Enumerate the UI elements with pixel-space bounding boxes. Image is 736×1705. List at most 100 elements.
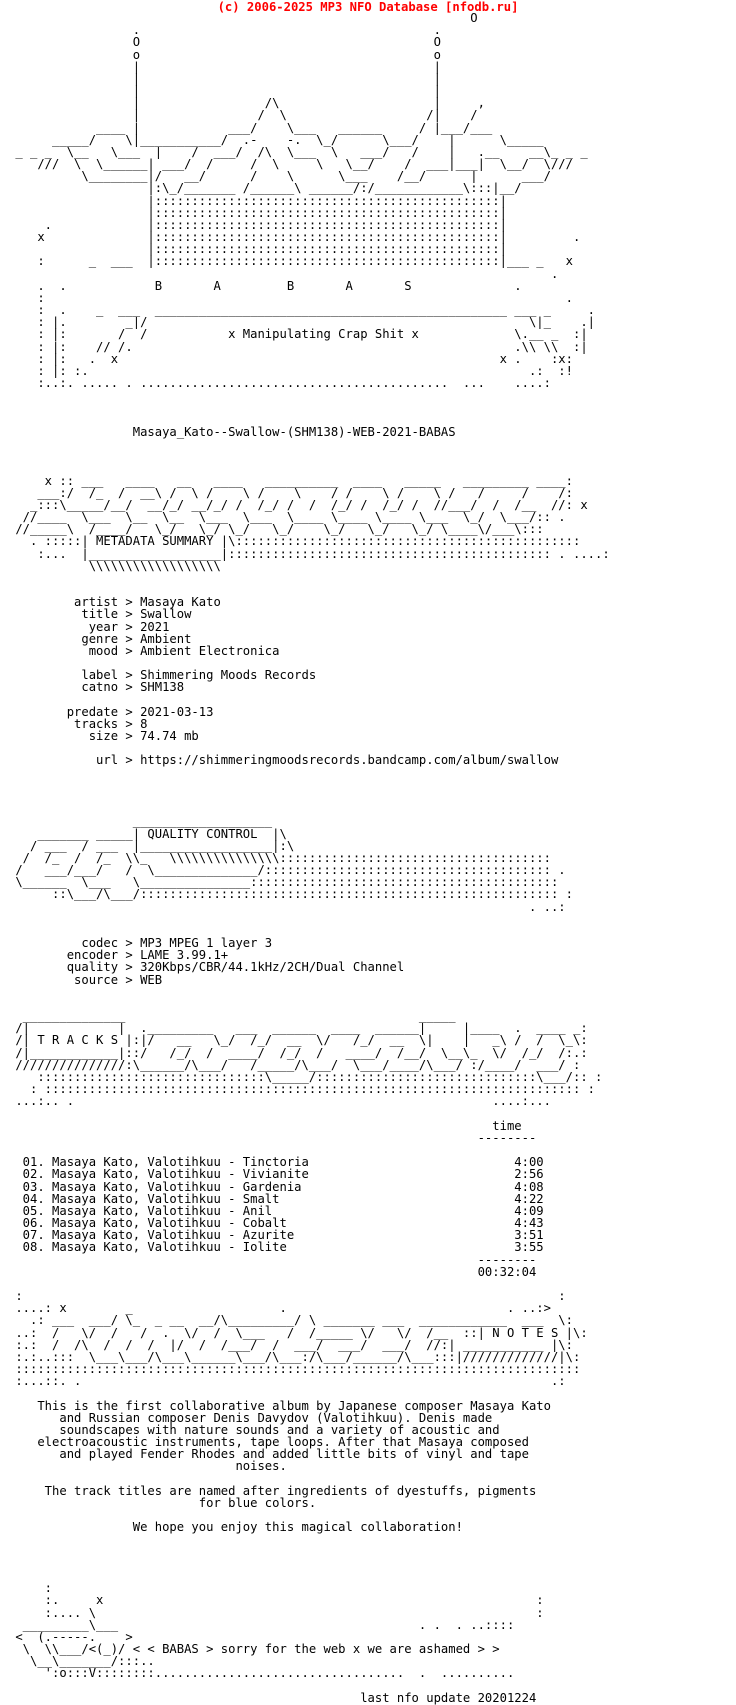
nfo-line: mood > Ambient Electronica <box>8 643 280 658</box>
nfo-line: ///////////////:\______/\___/ /_____/\__… <box>8 1057 581 1072</box>
nfo-line: :.: / /\ / / / |/ / /___/ / ___/ ___/ __… <box>8 1337 573 1352</box>
nfo-line: time <box>8 1118 522 1133</box>
nfo-line: : : <box>8 1289 566 1304</box>
nfo-line <box>8 572 610 584</box>
nfo-line <box>8 1387 610 1399</box>
nfo-line: label > Shimmering Moods Records <box>8 668 317 683</box>
nfo-line: ::::::::::::::::::::::::::::::::::::::::… <box>8 1362 581 1377</box>
nfo-ascii-document: O . . O O o o | <box>8 11 610 1704</box>
nfo-line: : |: // /. .\\ \\ :| <box>8 339 588 354</box>
nfo-line: \ \\___/<(_)/ < < BABAS > sorry for the … <box>8 1642 500 1657</box>
nfo-line: and Russian composer Denis Davydov (Valo… <box>8 1410 493 1425</box>
nfo-line <box>8 402 610 414</box>
nfo-line: O <box>8 11 478 25</box>
nfo-line: We hope you enjoy this magical collabora… <box>8 1520 463 1535</box>
nfo-line: |:::::::::::::::::::::::::::::::::::::::… <box>8 242 507 257</box>
nfo-line: ___:/ /_ / __\ / \ / \ / \ / / \ / \ / /… <box>8 485 573 500</box>
nfo-line: x |:::::::::::::::::::::::::::::::::::::… <box>8 230 581 245</box>
nfo-line: noises. <box>8 1459 287 1474</box>
nfo-line: 01. Masaya Kato, Valotihkuu - Tinctoria … <box>8 1155 544 1170</box>
nfo-line: | | <box>8 71 441 86</box>
nfo-line: \__\_______/:::.. <box>8 1654 155 1669</box>
nfo-line: :..:. ..... . ..........................… <box>8 376 551 391</box>
nfo-line: / ___/___/ / \______________/:::::::::::… <box>8 863 566 878</box>
nfo-line: quality > 320Kbps/CBR/44.1kHz/2CH/Dual C… <box>8 960 405 975</box>
nfo-line: /| T R A C K S |:|/ __ \_/ /_/ __ \/ /_/… <box>8 1033 588 1048</box>
nfo-line: This is the first collaborative album by… <box>8 1398 551 1413</box>
nfo-line: _______ _____| QUALITY CONTROL |\ <box>8 826 287 841</box>
nfo-line: encoder > LAME 3.99.1+ <box>8 948 229 963</box>
nfo-line: :::::::::::::::::::::::::::::::\_____/::… <box>8 1069 603 1084</box>
nfo-line: . ..: <box>8 899 566 914</box>
nfo-line <box>8 1546 610 1558</box>
nfo-database-header: (c) 2006-2025 MP3 NFO Database [nfodb.ru… <box>217 0 519 14</box>
nfo-line: soundscapes with nature sounds and a var… <box>8 1422 500 1437</box>
nfo-line <box>8 779 610 791</box>
nfo-line: O O <box>8 35 441 50</box>
nfo-line: _________\___ . . . ..:::: <box>8 1617 515 1632</box>
nfo-line: \______ \___ \_______________:::::::::::… <box>8 875 559 890</box>
nfo-line: . . <box>8 23 441 38</box>
nfo-line: :... |__________________|:::::::::::::::… <box>8 546 610 561</box>
nfo-line: artist > Masaya Kato <box>8 595 221 610</box>
nfo-line: ___________________ <box>8 814 273 829</box>
nfo-line: / /_ / /_ \\_ \\\\\\\\\\\\\\\:::::::::::… <box>8 850 551 865</box>
nfo-line: /|____________|::/ /_/ / ____/ /_/ / ___… <box>8 1045 588 1060</box>
nfo-line: codec > MP3 MPEG 1 layer 3 <box>8 936 273 951</box>
nfo-line: . <box>8 266 559 281</box>
nfo-line <box>8 1473 610 1485</box>
nfo-line: ...:.. . ....:... <box>8 1094 551 1109</box>
nfo-line: o o <box>8 47 441 62</box>
nfo-line: 08. Masaya Kato, Valotihkuu - Iolite 3:5… <box>8 1240 544 1255</box>
nfo-line: predate > 2021-03-13 <box>8 704 214 719</box>
nfo-line <box>8 986 610 998</box>
nfo-line: 04. Masaya Kato, Valotihkuu - Smalt 4:22 <box>8 1191 544 1206</box>
nfo-line: ..: / \/ / / . \/ / \___ / /_____ \/ \/ … <box>8 1325 588 1340</box>
nfo-line: \\\\\\\\\\\\\\\\\\ <box>8 558 221 573</box>
nfo-line: |:::::::::::::::::::::::::::::::::::::::… <box>8 193 507 208</box>
nfo-line <box>8 791 610 803</box>
nfo-line: |:\_/_______ /______\ ______/:/_________… <box>8 181 522 196</box>
nfo-line: /| | ._________ ___ ______ ____ ______| … <box>8 1021 588 1036</box>
nfo-line: ::\___/\___/::::::::::::::::::::::::::::… <box>8 887 573 902</box>
nfo-line: |:::::::::::::::::::::::::::::::::::::::… <box>8 205 507 220</box>
nfo-line <box>8 1107 610 1119</box>
nfo-line: 06. Masaya Kato, Valotihkuu - Cobalt 4:4… <box>8 1216 544 1231</box>
nfo-line: electroacoustic instruments, tape loops.… <box>8 1435 529 1450</box>
nfo-line: url > https://shimmeringmoodsrecords.ban… <box>8 753 559 768</box>
nfo-line: | | <box>8 59 441 74</box>
nfo-line <box>8 913 610 925</box>
nfo-line: tracks > 8 <box>8 716 148 731</box>
nfo-line: year > 2021 <box>8 619 170 634</box>
nfo-line <box>8 462 610 474</box>
nfo-line: ____ | ___/ \___ ______ / |___/___ <box>8 120 493 135</box>
nfo-line: title > Swallow <box>8 607 192 622</box>
nfo-line: . |:::::::::::::::::::::::::::::::::::::… <box>8 217 507 232</box>
nfo-line: _ _ _ \__ \___ | / ___/ /\ \___ \ ___/ /… <box>8 144 588 159</box>
nfo-line: | | <box>8 84 441 99</box>
nfo-line: 00:32:04 <box>8 1264 537 1279</box>
nfo-line: 05. Masaya Kato, Valotihkuu - Anil 4:09 <box>8 1203 544 1218</box>
nfo-line: //_____\ /____/ \_/ \_/ \_/ \_/ \_/ \_/ … <box>8 522 544 537</box>
nfo-line <box>8 1680 610 1692</box>
nfo-line: The track titles are named after ingredi… <box>8 1483 537 1498</box>
nfo-line: | / \ /| / <box>8 108 478 123</box>
nfo-line: //____ \___ \__ \__ \___ \___ \____ \___… <box>8 510 566 525</box>
nfo-line: _____/ \|___________/ .- -. \_/ \___/ | … <box>8 132 544 147</box>
nfo-line <box>8 767 610 779</box>
nfo-line <box>8 1558 610 1570</box>
nfo-line: . :::::| METADATA SUMMARY |\::::::::::::… <box>8 534 581 549</box>
nfo-line: for blue colors. <box>8 1495 317 1510</box>
nfo-line: size > 74.74 mb <box>8 729 199 744</box>
nfo-line: : <box>8 1581 53 1596</box>
nfo-line: . . B A B A S . <box>8 278 522 293</box>
nfo-line: _:::\_____/__/ __/_/ __/_/ / /_/ / / /_/… <box>8 497 588 512</box>
nfo-line: : |: :. .: :! <box>8 363 573 378</box>
nfo-line: ______________ _____ <box>8 1009 456 1024</box>
nfo-line: | /\ | , <box>8 96 485 111</box>
nfo-line <box>8 389 610 401</box>
nfo-line: Masaya_Kato--Swallow-(SHM138)-WEB-2021-B… <box>8 424 456 439</box>
nfo-line: 02. Masaya Kato, Valotihkuu - Vivianite … <box>8 1167 544 1182</box>
nfo-line <box>8 1533 610 1545</box>
nfo-line: : _ ___ |:::::::::::::::::::::::::::::::… <box>8 254 573 269</box>
